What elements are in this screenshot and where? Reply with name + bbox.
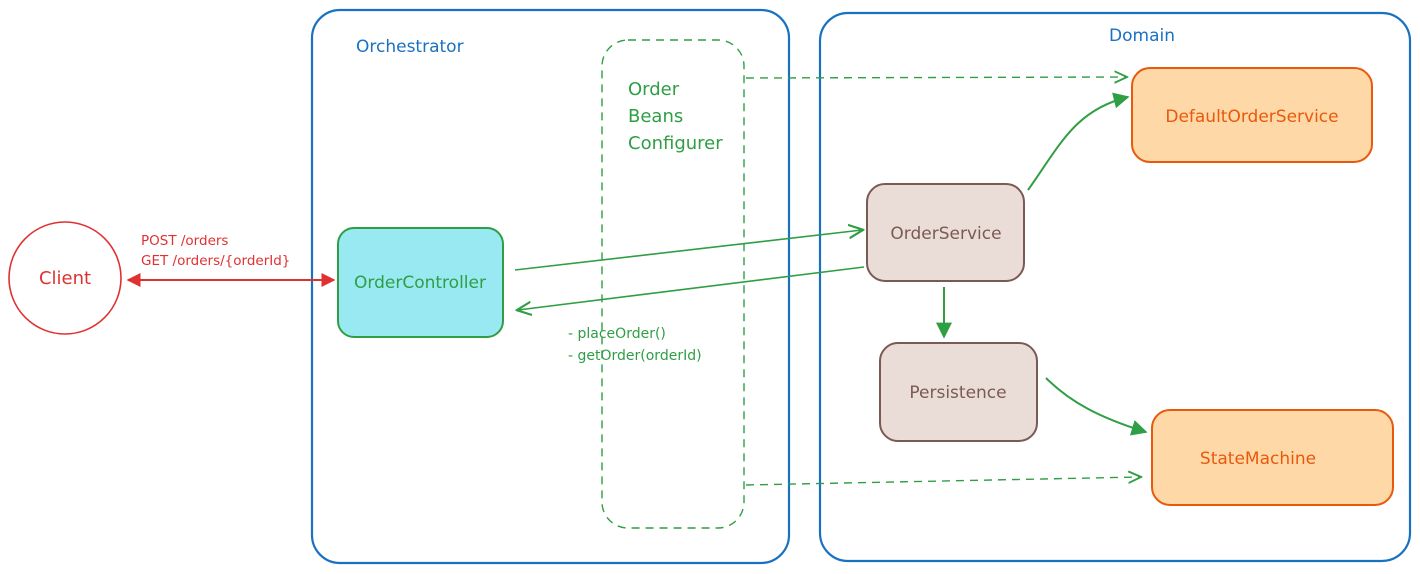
order-controller-node (337, 227, 504, 338)
order-service-node (866, 183, 1025, 282)
http-label-get: GET /orders/{orderId} (141, 253, 290, 269)
configurer-label-line-1: Order (628, 79, 680, 100)
configurer-label-line-2: Beans (628, 106, 683, 127)
http-label-post: POST /orders (141, 233, 228, 249)
client-label: Client (39, 268, 91, 289)
order-controller-label: OrderController (354, 273, 486, 293)
state-machine-label: StateMachine (1200, 449, 1316, 469)
service-to-controller-arrow (518, 266, 865, 310)
configurer-to-default-order-service-arrow (745, 77, 1126, 78)
order-beans-configurer-box (601, 39, 745, 529)
method-label-place-order: - placeOrder() (568, 326, 666, 342)
domain-container (818, 11, 1412, 563)
order-service-label: OrderService (890, 224, 1001, 244)
default-order-service-label: DefaultOrderService (1165, 107, 1338, 127)
persistence-label: Persistence (909, 383, 1006, 403)
persistence-node (879, 342, 1038, 442)
domain-label: Domain (1109, 26, 1175, 46)
controller-to-service-arrow (514, 230, 862, 271)
state-machine-node (1151, 409, 1394, 506)
configurer-label-line-3: Configurer (628, 133, 723, 154)
persistence-to-state-machine-arrow (1045, 377, 1148, 436)
configurer-to-state-machine-arrow (745, 477, 1140, 486)
service-to-default-order-service-arrow (1027, 92, 1130, 191)
default-order-service-node (1131, 67, 1373, 163)
orchestrator-label: Orchestrator (356, 37, 464, 57)
method-label-get-order: - getOrder(orderId) (568, 348, 702, 364)
client-node (8, 221, 122, 335)
